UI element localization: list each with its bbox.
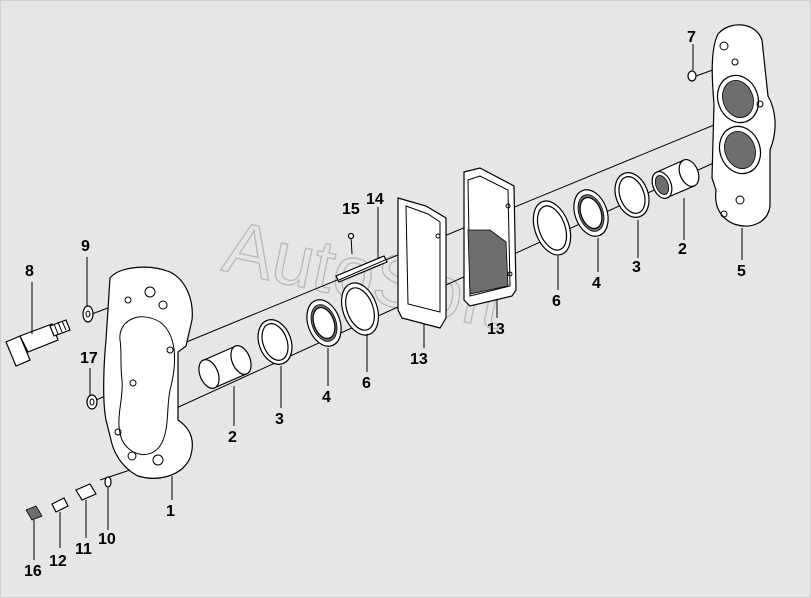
callout-16: 16 bbox=[24, 563, 42, 580]
washer-9 bbox=[82, 305, 94, 323]
callout-labels: 8 9 17 1 2 3 4 6 15 14 13 13 6 4 3 2 5 7… bbox=[24, 29, 746, 580]
ring-3-right bbox=[614, 172, 650, 218]
callout-9: 9 bbox=[81, 238, 90, 255]
callout-13-left: 13 bbox=[410, 351, 428, 368]
retaining-pin bbox=[335, 255, 388, 283]
dust-boot-6-right bbox=[532, 200, 572, 256]
piston-right bbox=[651, 158, 700, 200]
callout-13-right: 13 bbox=[487, 321, 505, 338]
washer-10 bbox=[104, 476, 112, 488]
callout-17: 17 bbox=[80, 350, 98, 367]
bleeder-screw-11 bbox=[75, 483, 97, 501]
dust-cap-16 bbox=[25, 505, 43, 521]
callout-3-right: 3 bbox=[632, 259, 641, 276]
callout-3-left: 3 bbox=[275, 411, 284, 428]
pin-clip bbox=[347, 232, 355, 255]
callout-15: 15 bbox=[342, 201, 360, 218]
bleeder-cap-12 bbox=[51, 497, 69, 513]
caliper-half-left bbox=[103, 266, 193, 479]
callout-12: 12 bbox=[49, 553, 67, 570]
dust-boot-6-left bbox=[340, 282, 380, 336]
seal-4-right bbox=[573, 189, 609, 237]
brake-pad-left bbox=[397, 197, 447, 329]
callout-5: 5 bbox=[737, 263, 746, 280]
callout-4-right: 4 bbox=[592, 275, 601, 292]
callout-7: 7 bbox=[687, 29, 696, 46]
washer-17 bbox=[86, 394, 98, 410]
callout-2-right: 2 bbox=[678, 241, 687, 258]
washer-7 bbox=[687, 70, 697, 82]
callout-14: 14 bbox=[366, 191, 384, 208]
ring-3-left bbox=[257, 319, 293, 365]
caliper-half-right bbox=[711, 24, 776, 227]
brake-pad-right bbox=[463, 167, 517, 307]
callout-4-left: 4 bbox=[322, 389, 331, 406]
bolt-8 bbox=[5, 319, 71, 367]
callout-6-right: 6 bbox=[552, 293, 561, 310]
callout-10: 10 bbox=[98, 531, 116, 548]
leader-lines bbox=[31, 44, 743, 560]
callout-8: 8 bbox=[25, 263, 34, 280]
callout-1: 1 bbox=[166, 503, 175, 520]
seal-4-left bbox=[306, 299, 342, 347]
piston-left bbox=[198, 345, 252, 389]
bleeder-assembly bbox=[25, 476, 112, 521]
callout-6-left: 6 bbox=[362, 375, 371, 392]
callout-11: 11 bbox=[75, 541, 92, 558]
callout-2-left: 2 bbox=[228, 429, 237, 446]
